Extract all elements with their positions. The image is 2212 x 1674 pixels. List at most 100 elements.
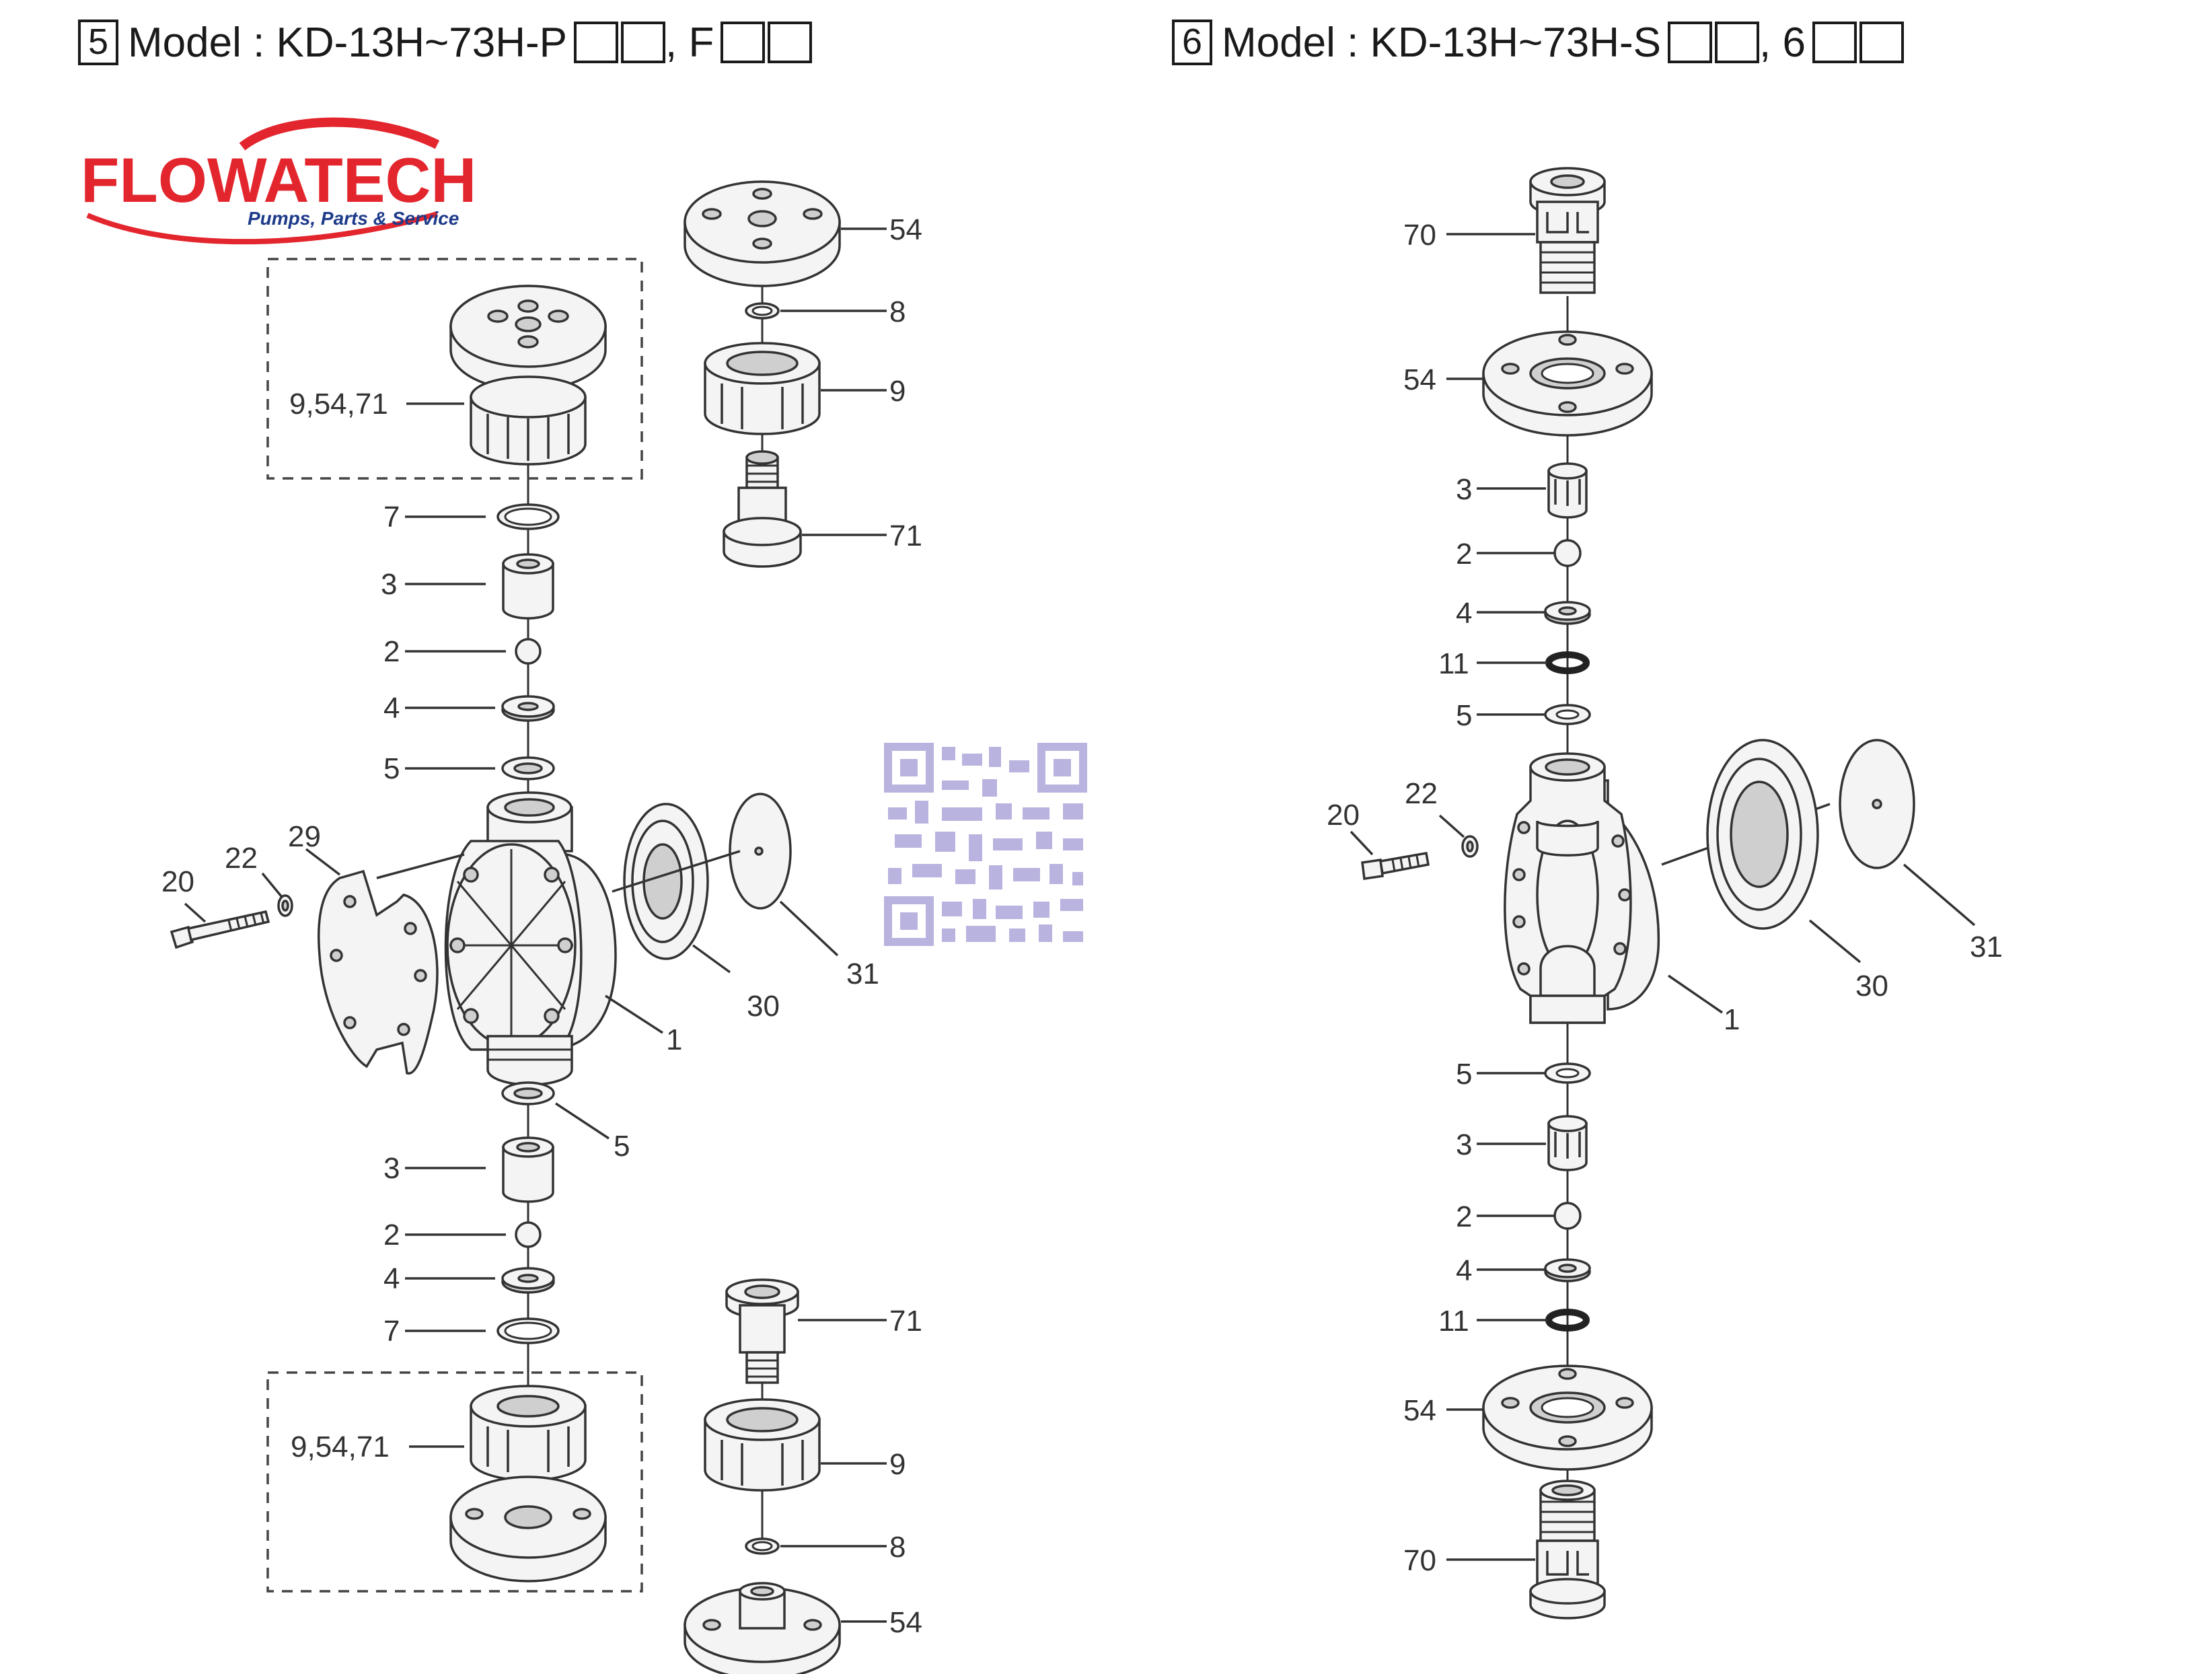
right-section-heading: 6 Model : KD-13H~73H-S , 6 <box>1172 12 1904 73</box>
bolt-20 <box>170 910 270 949</box>
label-3-top: 3 <box>1456 473 1472 506</box>
washer-22 <box>277 894 293 917</box>
union-nut-9-top <box>704 342 821 435</box>
blank-code-box <box>1668 22 1712 63</box>
label-8-top: 8 <box>889 295 906 328</box>
label-assy-top: 9,54,71 <box>289 388 388 421</box>
flange-54-bottom <box>684 1582 841 1674</box>
label-30: 30 <box>747 990 780 1023</box>
label-assy-bottom: 9,54,71 <box>291 1430 390 1463</box>
blank-code-box <box>1812 22 1857 63</box>
label-3-bottom: 3 <box>383 1152 400 1185</box>
label-31: 31 <box>1970 931 2003 963</box>
packing-5-bottom <box>1544 1062 1591 1084</box>
flange-54-top <box>1482 330 1653 437</box>
label-2-top: 2 <box>1456 538 1472 571</box>
o-ring-8-bottom <box>745 1537 780 1555</box>
label-11-top: 11 <box>1438 647 1469 680</box>
valve-seat-4-bottom <box>501 1267 555 1294</box>
label-71-top: 71 <box>889 519 922 552</box>
valve-seat-4-bottom <box>1544 1258 1591 1282</box>
label-7-bottom: 7 <box>383 1315 400 1348</box>
tail-piece-71-top <box>723 450 802 568</box>
label-1: 1 <box>1724 1003 1740 1036</box>
label-3-bottom: 3 <box>1456 1128 1472 1161</box>
left-exploded-diagram: 9,54,71 7 3 2 4 5 <box>161 180 922 1674</box>
label-11-bottom: 11 <box>1438 1305 1469 1338</box>
diaphragm-31 <box>729 793 792 910</box>
check-ball-2-bottom <box>515 1221 542 1248</box>
label-22: 22 <box>225 842 258 875</box>
valve-guide-3-bottom <box>502 1136 554 1203</box>
gasket-29 <box>318 869 439 1075</box>
assembly-box-bottom <box>266 1371 643 1593</box>
flowatech-logo: FLOWATECH Pumps, Parts & Service <box>81 117 476 245</box>
blank-code-box <box>1715 22 1759 63</box>
diaphragm-30 <box>623 803 709 960</box>
label-9-bottom: 9 <box>889 1448 906 1481</box>
label-70-top: 70 <box>1403 219 1436 252</box>
label-5-top: 5 <box>383 752 400 785</box>
left-model-text: Model : KD-13H~73H-P <box>128 19 567 66</box>
packing-5-bottom <box>501 1081 555 1105</box>
label-4-bottom: 4 <box>383 1262 400 1295</box>
right-model-separator: , 6 <box>1759 19 1806 66</box>
union-nut-9-bottom <box>704 1398 821 1492</box>
o-ring-7-bottom <box>496 1317 560 1344</box>
label-54-top: 54 <box>1403 363 1436 396</box>
o-ring-7-top <box>496 503 560 530</box>
label-22: 22 <box>1405 777 1438 810</box>
right-model-text: Model : KD-13H~73H-S <box>1222 19 1661 66</box>
diaphragm-31 <box>1839 739 1915 869</box>
logo-brand: FLOWATECH <box>81 145 476 215</box>
label-54-top: 54 <box>889 213 922 246</box>
valve-guide-3-top <box>502 553 554 620</box>
valve-guide-3-top <box>1547 462 1588 519</box>
o-ring-11-top <box>1545 651 1590 674</box>
left-section-heading: 5 Model : KD-13H~73H-P , F <box>78 12 813 73</box>
flange-54-top <box>684 180 841 287</box>
label-5-bottom: 5 <box>1456 1058 1472 1091</box>
label-5-bottom: 5 <box>614 1130 630 1163</box>
socket-adapter-70-bottom <box>1529 1480 1606 1620</box>
label-54-bottom: 54 <box>1403 1394 1436 1427</box>
label-70-bottom: 70 <box>1403 1544 1436 1577</box>
valve-guide-3-bottom <box>1547 1115 1588 1171</box>
o-ring-8-top <box>745 302 780 320</box>
flange-union-assembly-bottom <box>449 1385 607 1582</box>
section-number-6: 6 <box>1172 20 1212 65</box>
blank-code-box <box>621 22 665 63</box>
pump-head-1 <box>444 791 617 1086</box>
qr-code <box>884 743 1087 946</box>
pump-head-1 <box>1504 752 1660 1024</box>
valve-seat-4-top <box>1544 601 1591 625</box>
o-ring-11-bottom <box>1545 1309 1590 1332</box>
label-3-top: 3 <box>381 568 397 601</box>
label-29: 29 <box>288 820 321 853</box>
label-4-top: 4 <box>383 692 400 725</box>
blank-code-box <box>768 22 813 63</box>
label-20: 20 <box>161 865 194 898</box>
check-ball-2-top <box>1553 539 1582 567</box>
washer-22 <box>1461 835 1479 858</box>
logo-tagline: Pumps, Parts & Service <box>248 208 459 229</box>
diaphragm-30 <box>1706 739 1819 930</box>
tail-piece-71-bottom <box>725 1278 799 1384</box>
label-54-bottom: 54 <box>889 1606 922 1639</box>
bolt-20 <box>1361 851 1430 880</box>
label-71-bottom: 71 <box>889 1305 922 1338</box>
check-ball-2-bottom <box>1553 1202 1582 1230</box>
label-4-top: 4 <box>1456 597 1472 630</box>
assembly-box-top <box>266 258 643 480</box>
flange-54-bottom <box>1482 1364 1653 1471</box>
packing-5-top <box>501 756 555 780</box>
blank-code-box <box>1859 22 1904 63</box>
valve-seat-4-top <box>501 695 555 722</box>
label-9-top: 9 <box>889 375 906 408</box>
label-1: 1 <box>666 1023 682 1056</box>
section-number-5: 5 <box>78 20 118 65</box>
logo-swoosh-top <box>239 117 440 151</box>
label-7-top: 7 <box>383 501 400 534</box>
socket-adapter-70-top <box>1529 167 1606 294</box>
